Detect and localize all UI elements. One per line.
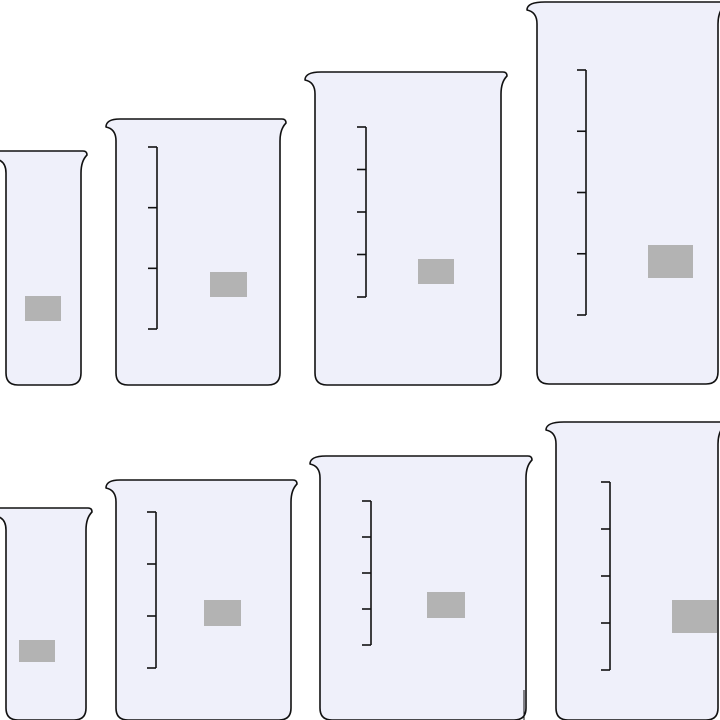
label-patch [648, 245, 693, 278]
beaker-body [526, 1, 720, 385]
beaker-low-large [309, 455, 533, 720]
beaker-low-xlarge [545, 421, 720, 720]
beaker-low-medium [105, 479, 298, 720]
beaker-low-small [0, 507, 93, 720]
graduation-scale [601, 481, 611, 671]
graduation-scale [362, 500, 372, 646]
label-patch [210, 272, 247, 297]
beaker-body [304, 71, 508, 386]
label-patch [672, 600, 717, 633]
beaker-tall-medium [105, 118, 287, 386]
beaker-body [545, 421, 720, 720]
graduation-scale [577, 69, 587, 316]
bottom-row [0, 421, 720, 720]
label-patch [25, 296, 61, 321]
graduation-scale [357, 126, 367, 298]
beaker-body [309, 455, 533, 720]
label-patch [19, 640, 55, 662]
beaker-tall-xlarge [526, 1, 720, 385]
label-patch [427, 592, 465, 618]
graduation-scale [147, 511, 157, 669]
beaker-tall-small [0, 150, 88, 386]
beaker-tall-large [304, 71, 508, 386]
beaker-body [0, 507, 93, 720]
beaker-body [105, 118, 287, 386]
beaker-body [0, 150, 88, 386]
beaker-body [105, 479, 298, 720]
label-patch [418, 259, 454, 284]
graduation-scale [148, 146, 158, 330]
top-row [0, 1, 720, 386]
label-patch [204, 600, 241, 626]
